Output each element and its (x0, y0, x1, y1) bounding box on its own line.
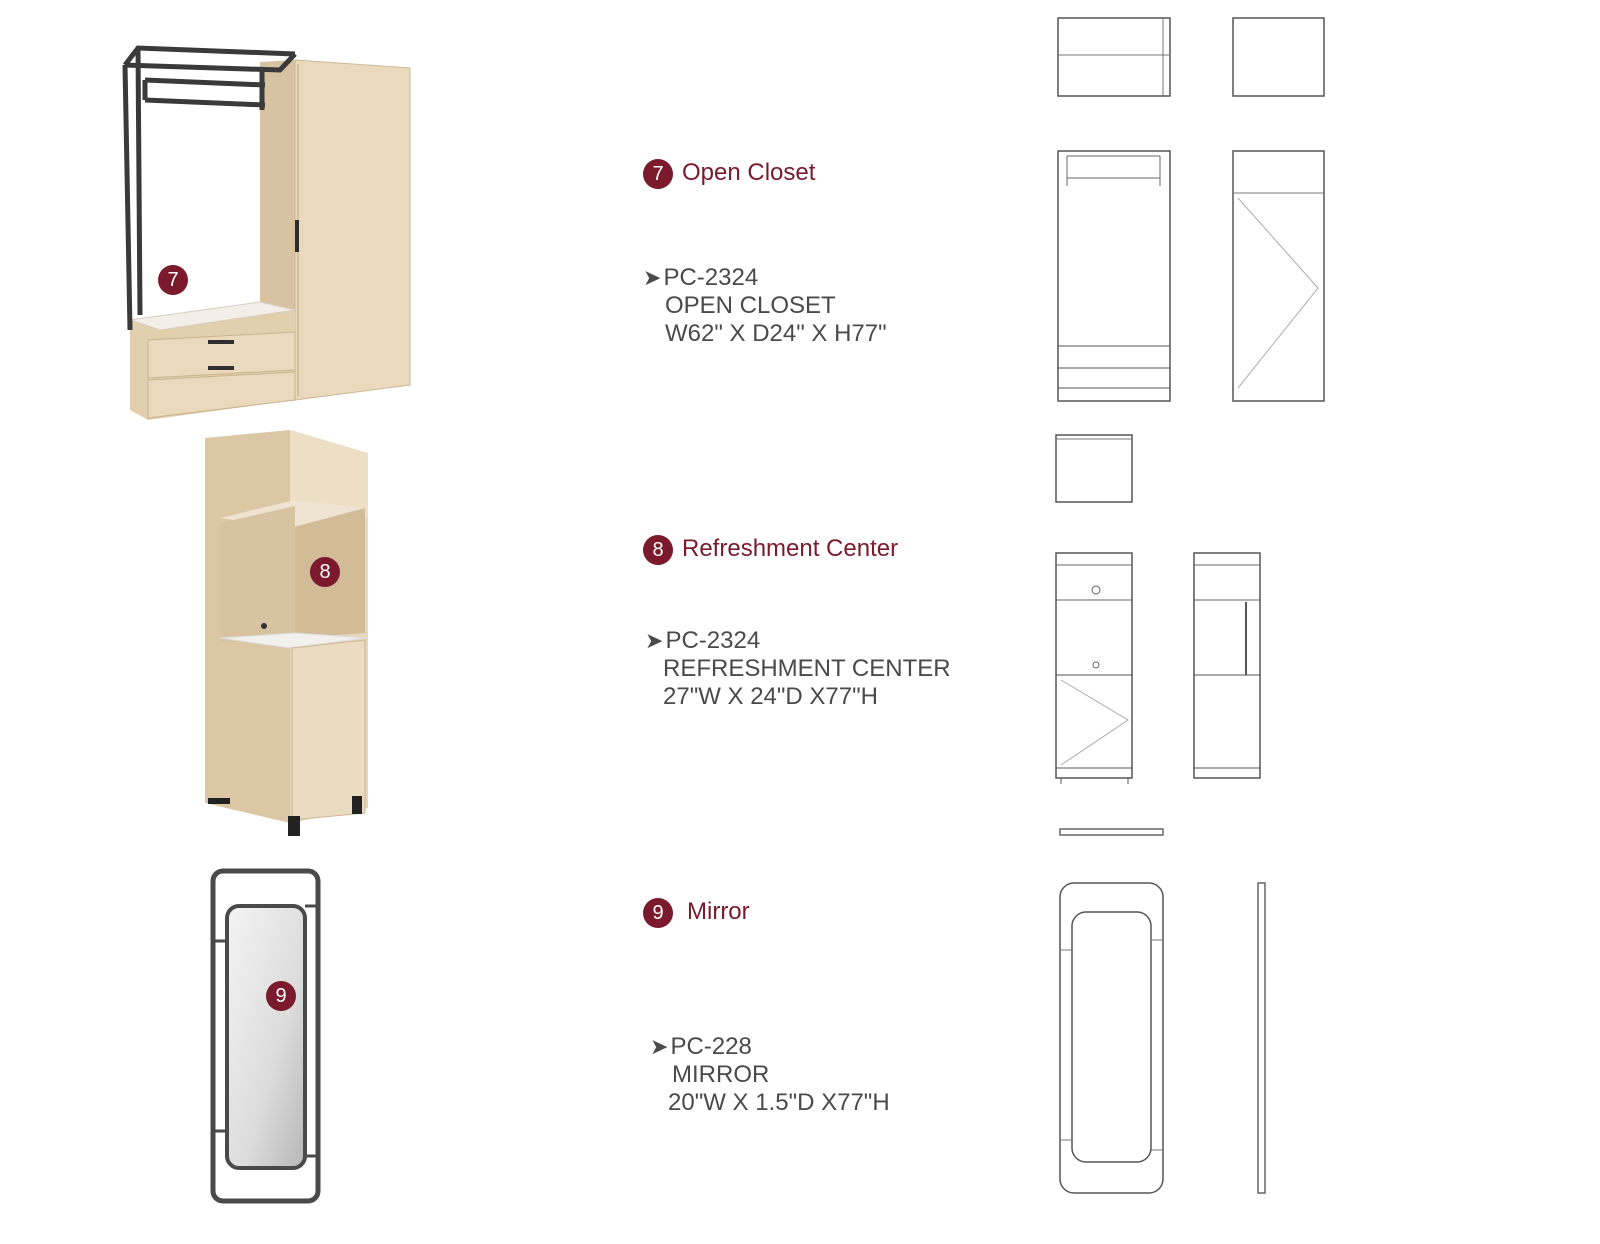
arrow-right-icon: ➤ (645, 628, 664, 653)
open-closet-top-view (1057, 17, 1171, 97)
open-closet-top-view-side (1232, 17, 1325, 97)
product-code: PC-2324 (663, 264, 759, 291)
open-closet-render (122, 45, 411, 420)
arrow-right-icon: ➤ (643, 265, 662, 290)
mirror-render (210, 868, 321, 1204)
item-number-badge: 8 (643, 535, 673, 565)
product-title: Open Closet (682, 159, 816, 186)
product-spec: ➤PC-2324 OPEN CLOSET W62" X D24" X H77" (643, 264, 887, 348)
product-dimensions: 27"W X 24"D X77"H (663, 683, 878, 710)
refreshment-center-front-view (1055, 552, 1133, 784)
product-spec: ➤PC-2324 REFRESHMENT CENTER 27"W X 24"D … (645, 627, 951, 711)
product-dimensions: W62" X D24" X H77" (665, 320, 887, 347)
item-number-badge: 8 (310, 557, 340, 587)
refreshment-center-render (205, 430, 368, 836)
open-closet-side-view (1232, 150, 1325, 402)
product-name: MIRROR (672, 1061, 770, 1088)
product-name: OPEN CLOSET (665, 292, 836, 319)
open-closet-front-view (1057, 150, 1171, 402)
item-number-badge: 7 (643, 159, 673, 189)
product-code: PC-228 (670, 1033, 752, 1060)
product-name: REFRESHMENT CENTER (663, 655, 951, 682)
product-spec: ➤PC-228 MIRROR 20"W X 1.5"D X77"H (650, 1033, 890, 1117)
arrow-right-icon: ➤ (650, 1034, 669, 1059)
item-number-badge: 9 (266, 981, 296, 1011)
item-number-badge: 7 (158, 265, 188, 295)
product-code: PC-2324 (665, 627, 761, 654)
mirror-side-view (1257, 882, 1266, 1194)
item-number-badge: 9 (643, 898, 673, 928)
product-title: Mirror (687, 898, 750, 925)
refreshment-center-side-view (1193, 552, 1261, 779)
mirror-top-view (1059, 828, 1164, 836)
product-title: Refreshment Center (682, 535, 899, 562)
refreshment-center-top-view (1055, 434, 1133, 503)
product-dimensions: 20"W X 1.5"D X77"H (668, 1089, 890, 1116)
mirror-front-view (1059, 882, 1164, 1194)
